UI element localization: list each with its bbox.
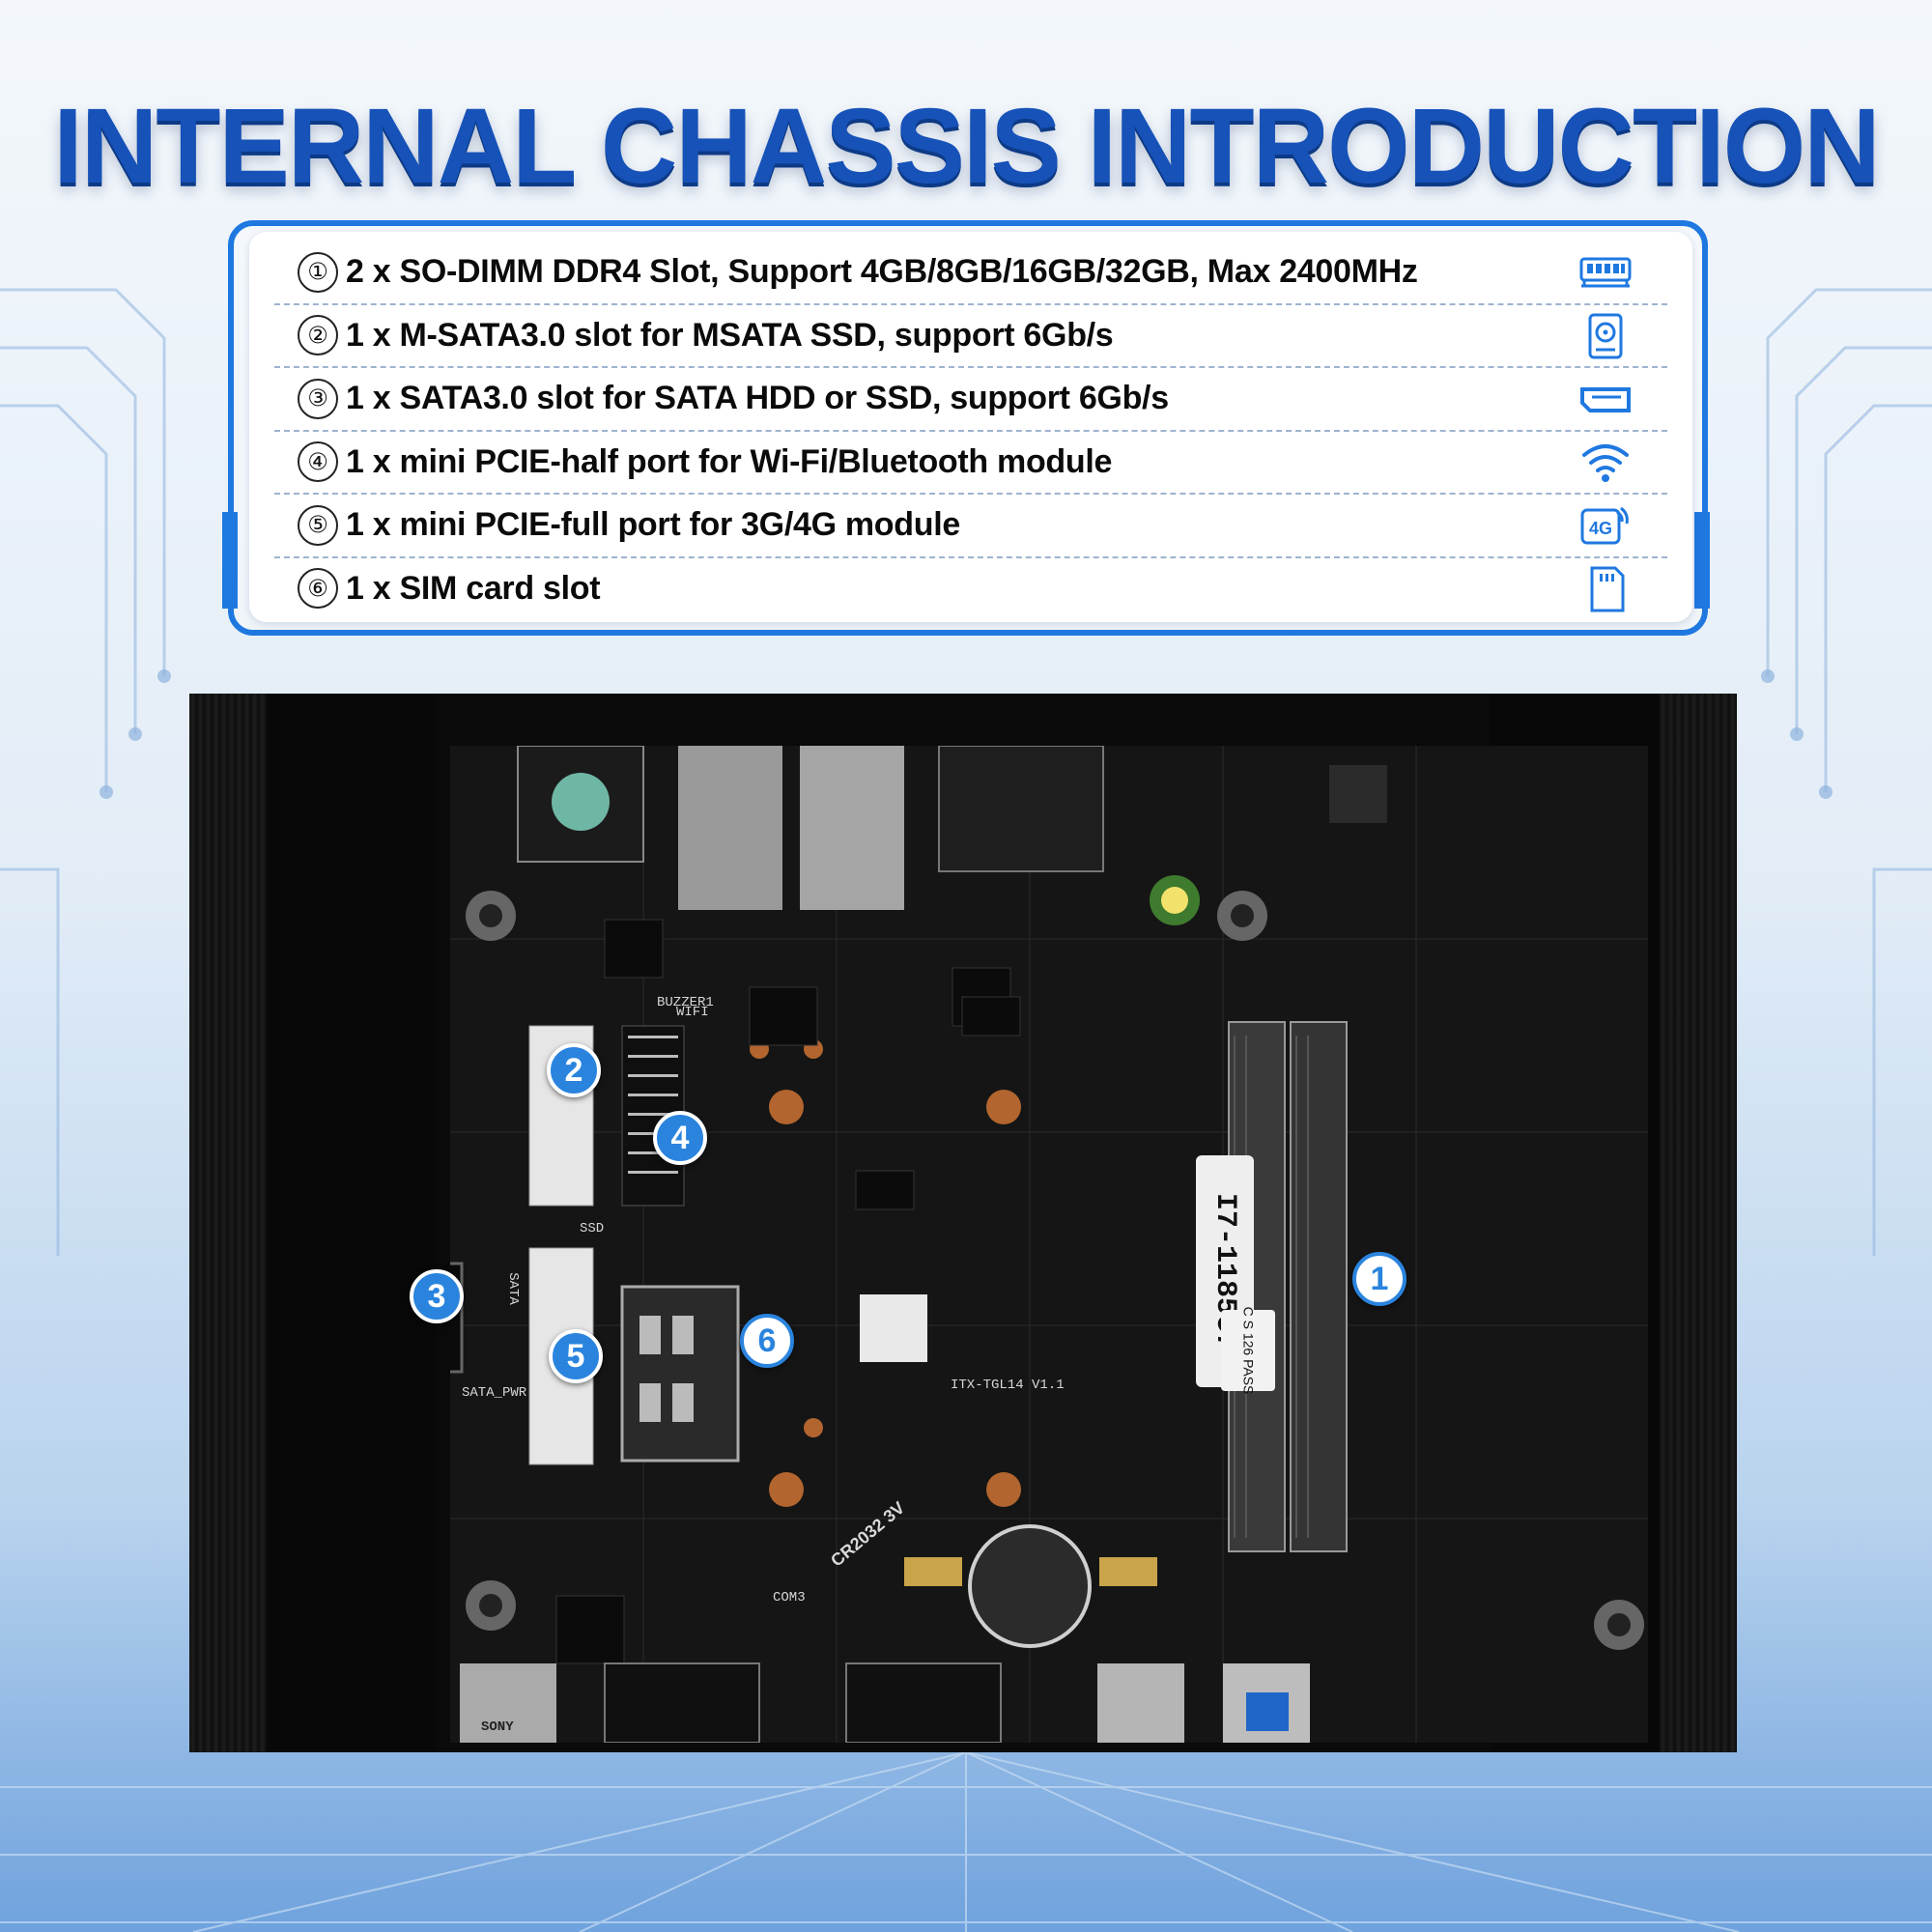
feature-row-4g: ⑤ 1 x mini PCIE-full port for 3G/4G modu…: [274, 495, 1667, 558]
feature-list: ① 2 x SO-DIMM DDR4 Slot, Support 4GB/8GB…: [249, 232, 1692, 622]
panel-bracket-right: [1694, 512, 1710, 609]
feature-text: 1 x SATA3.0 slot for SATA HDD or SSD, su…: [346, 380, 1169, 417]
chassis-wall-left: [267, 694, 436, 1752]
hard-drive-icon: [1578, 313, 1633, 359]
feature-row-memory: ① 2 x SO-DIMM DDR4 Slot, Support 4GB/8GB…: [274, 242, 1667, 305]
memory-icon: [1578, 249, 1633, 296]
feature-text: 1 x SIM card slot: [346, 569, 601, 607]
wifi-silkscreen: WIFI: [676, 1005, 709, 1020]
pass-sticker-text: C S 126 PASS: [1240, 1306, 1257, 1395]
feature-text: 2 x SO-DIMM DDR4 Slot, Support 4GB/8GB/1…: [346, 253, 1418, 291]
feature-number: ③: [298, 378, 338, 419]
feature-row-sata: ③ 1 x SATA3.0 slot for SATA HDD or SSD, …: [274, 368, 1667, 432]
feature-number: ②: [298, 315, 338, 356]
buzzer-silkscreen: BUZZER1: [657, 995, 714, 1010]
feature-text: 1 x mini PCIE-half port for Wi-Fi/Blueto…: [346, 442, 1113, 480]
4g-icon: 4G: [1578, 502, 1633, 549]
feature-number: ⑥: [298, 568, 338, 610]
sony-silkscreen: SONY: [481, 1719, 514, 1735]
sata-port-icon: [1578, 376, 1633, 422]
com3-silkscreen: COM3: [773, 1590, 806, 1605]
marker-6: 6: [740, 1314, 794, 1368]
marker-2: 2: [547, 1043, 601, 1097]
panel-bracket-left: [222, 512, 238, 609]
feature-number: ①: [298, 251, 338, 293]
wifi-icon: [1578, 440, 1633, 486]
svg-text:4G: 4G: [1589, 519, 1612, 538]
feature-text: 1 x M-SATA3.0 slot for MSATA SSD, suppor…: [346, 316, 1114, 354]
page-title: INTERNAL CHASSIS INTRODUCTION: [53, 87, 1880, 206]
marker-3: 3: [410, 1269, 464, 1323]
feature-row-msata: ② 1 x M-SATA3.0 slot for MSATA SSD, supp…: [274, 305, 1667, 368]
marker-5: 5: [549, 1329, 603, 1383]
feature-number: ④: [298, 441, 338, 483]
feature-row-sim: ⑥ 1 x SIM card slot: [274, 558, 1667, 620]
feature-text: 1 x mini PCIE-full port for 3G/4G module: [346, 506, 960, 544]
motherboard: [390, 745, 1648, 1744]
sim-card-icon: [1578, 566, 1633, 612]
sata-silkscreen: SATA: [504, 1272, 521, 1305]
feature-row-wifi: ④ 1 x mini PCIE-half port for Wi-Fi/Blue…: [274, 432, 1667, 495]
sata-pwr-silkscreen: SATA_PWR: [462, 1385, 527, 1401]
feature-number: ⑤: [298, 504, 338, 546]
board-model-silkscreen: ITX-TGL14 V1.1: [951, 1378, 1065, 1393]
heatsink-fins-right: [1660, 694, 1737, 1752]
heatsink-fins-left: [189, 694, 267, 1752]
ssd-silkscreen: SSD: [580, 1221, 605, 1236]
marker-1: 1: [1352, 1252, 1406, 1306]
chassis-photo: [189, 694, 1737, 1752]
marker-4: 4: [653, 1111, 707, 1165]
pass-sticker: C S 126 PASS: [1221, 1307, 1275, 1394]
